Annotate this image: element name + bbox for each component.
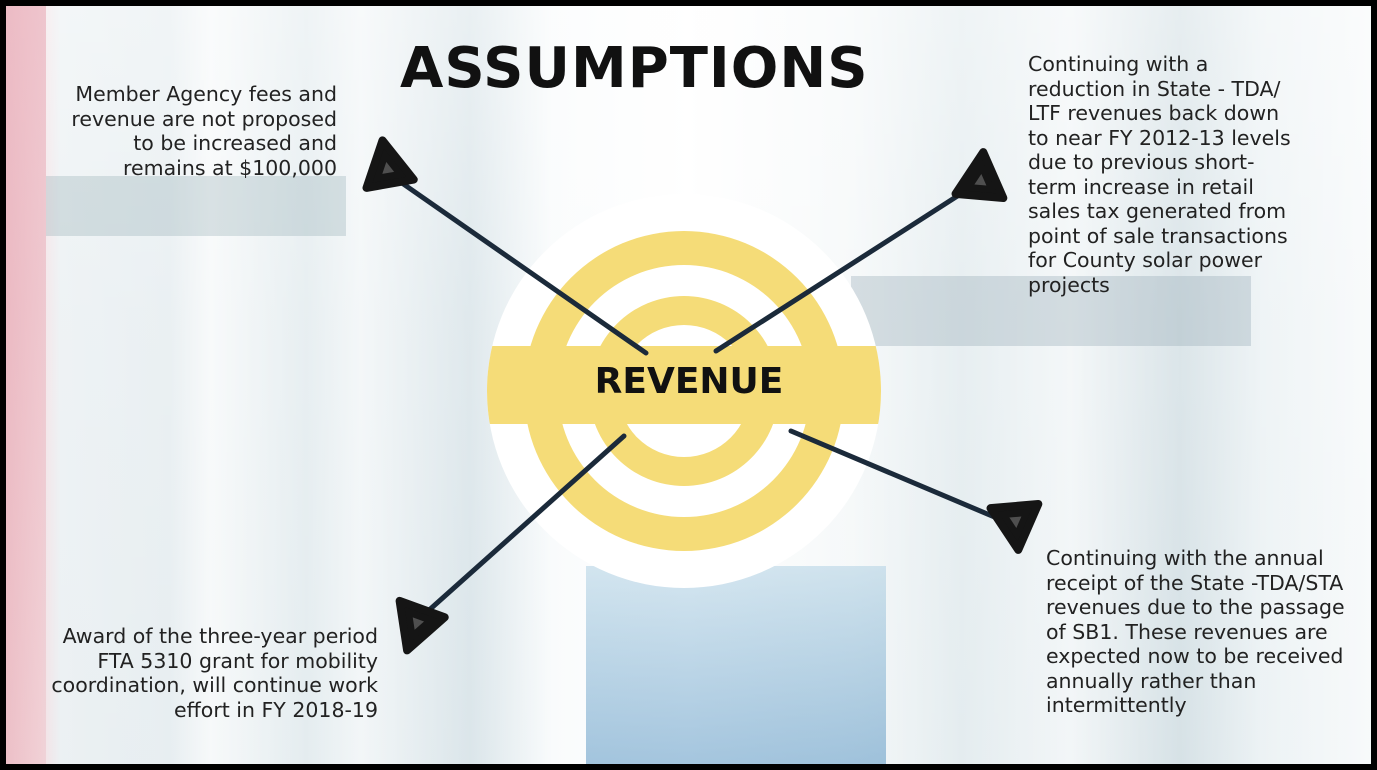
connector-line-bottom-right [788, 428, 1014, 527]
triangle-marker-icon [951, 148, 1008, 203]
slide-title: ASSUMPTIONS [400, 36, 869, 101]
connector-line-bottom-left [415, 433, 627, 623]
center-band [487, 346, 881, 424]
triangle-marker-icon [395, 596, 449, 655]
note-top-right: Continuing with a reduction in State - T… [1028, 52, 1291, 297]
triangle-marker-icon [362, 136, 418, 192]
background-window-band [851, 276, 1251, 346]
background-window-band [46, 176, 346, 236]
background-window-band [586, 566, 886, 764]
triangle-marker-icon [986, 499, 1043, 554]
note-bottom-right: Continuing with the annual receipt of th… [1046, 546, 1345, 717]
background-window-band [6, 6, 46, 764]
connector-line-top-left [386, 171, 649, 356]
center-label: REVENUE [594, 361, 784, 402]
note-top-left: Member Agency fees and revenue are not p… [71, 82, 337, 180]
revenue-diagram [362, 136, 1043, 655]
note-bottom-left: Award of the three-year period FTA 5310 … [51, 624, 378, 722]
slide: ASSUMPTIONS [6, 6, 1371, 764]
connector-line-top-right [713, 183, 976, 354]
